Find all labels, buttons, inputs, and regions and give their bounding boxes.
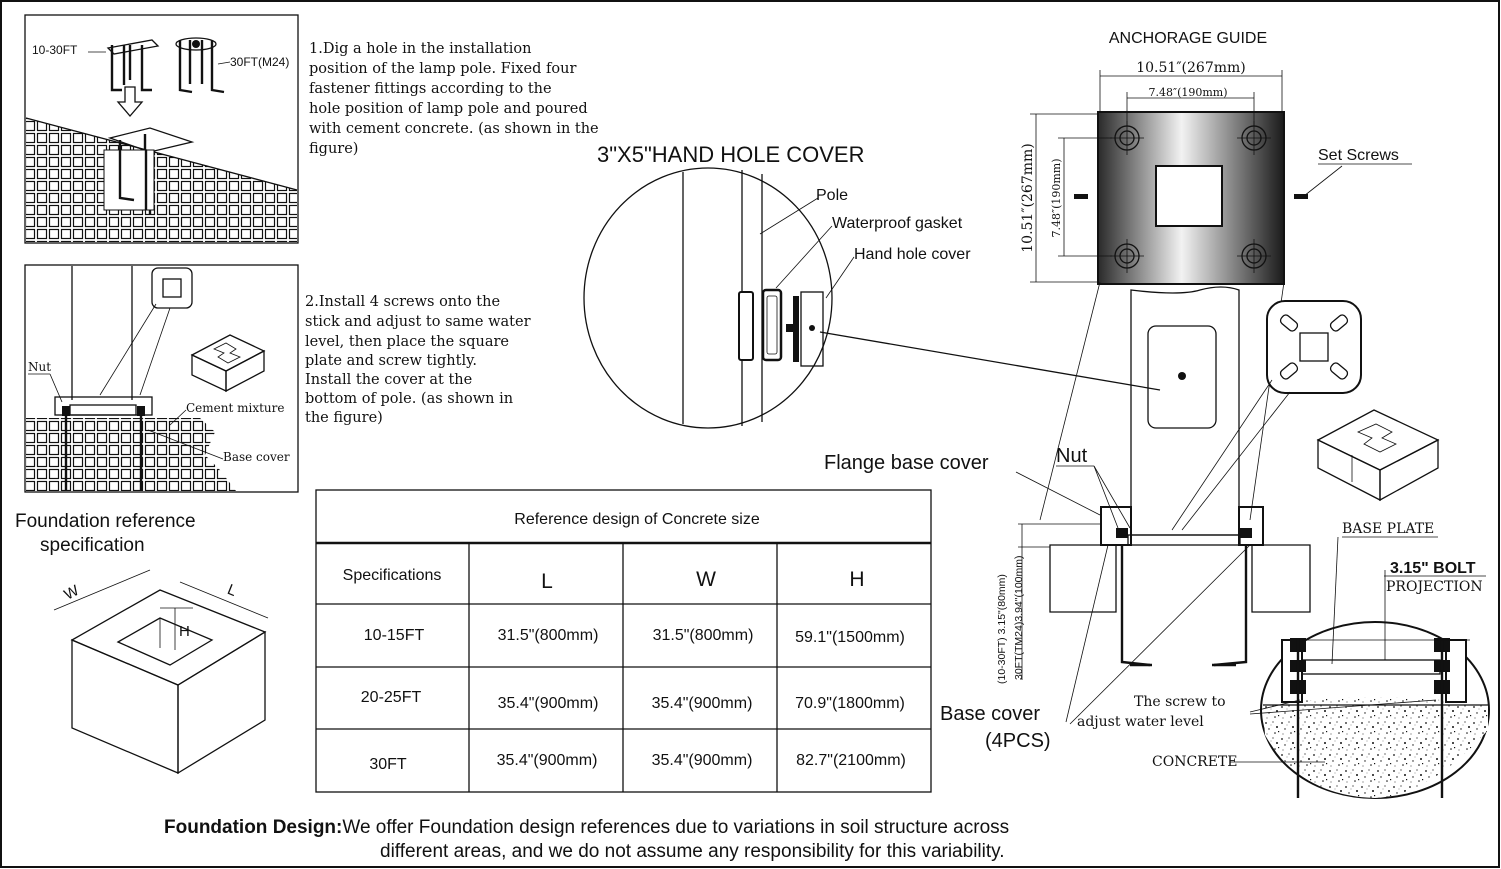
- svg-text:level, then place the square: level, then place the square: [305, 334, 509, 350]
- dim-L: L: [225, 581, 239, 600]
- table-row-2-H: 70.9"(1800mm): [795, 695, 905, 712]
- dim-outer-width: 10.51″(267mm): [1136, 60, 1246, 76]
- step2-cement-label: Cement mixture: [186, 401, 285, 415]
- svg-text:stick and adjust to same water: stick and adjust to same water: [305, 314, 531, 330]
- table-header-L: L: [541, 570, 553, 593]
- foundation-title-2: specification: [40, 535, 145, 556]
- svg-text:bottom of pole. (as shown in: bottom of pole. (as shown in: [305, 391, 513, 407]
- bolt-projection-label-1: 3.15" BOLT: [1390, 560, 1476, 577]
- step1-label-large: 30FT(M24): [230, 55, 289, 69]
- assembly-nut-label: Nut: [1056, 445, 1088, 467]
- height-dim-b: 30FT(TM24)3.94"(100mm): [1013, 555, 1025, 680]
- svg-text:hole position of lamp pole and: hole position of lamp pole and poured: [309, 101, 588, 117]
- footer-bold: Foundation Design:: [164, 817, 342, 838]
- dim-inner-width: 7.48″(190mm): [1148, 86, 1227, 99]
- hand-hole-title: 3"X5"HAND HOLE COVER: [597, 142, 864, 167]
- table-header-H: H: [849, 568, 864, 591]
- svg-text:2.Install 4 screws onto the: 2.Install 4 screws onto the: [305, 294, 500, 310]
- table-row-1-L: 31.5"(800mm): [498, 627, 599, 644]
- bolt-detail: BASE PLATE 3.15" BOLT PROJECTION The scr…: [1077, 521, 1490, 799]
- pole-assembly: (10-30FT) 3.15"(80mm) 30FT(TM24)3.94"(10…: [824, 281, 1311, 752]
- svg-text:figure): figure): [309, 141, 358, 157]
- screw-label-2: adjust water level: [1077, 714, 1204, 730]
- table-row-3-W: 35.4"(900mm): [652, 752, 753, 769]
- dim-inner-height: 7.48″(190mm): [1050, 158, 1063, 237]
- footer-note: Foundation Design:We offer Foundation de…: [164, 817, 1009, 862]
- step1-text: 1.Dig a hole in the installation positio…: [309, 41, 599, 157]
- table-row-3-spec: 30FT: [369, 756, 407, 773]
- assembly-pcs-label: (4PCS): [985, 730, 1051, 752]
- table-header-spec: Specifications: [343, 567, 442, 584]
- step2-figure: Nut Cement mixture Base cover: [24, 264, 299, 493]
- height-dim-a: (10-30FT) 3.15"(80mm): [996, 574, 1008, 684]
- concrete-label: CONCRETE: [1152, 754, 1237, 770]
- step1-label-small: 10-30FT: [32, 43, 78, 57]
- table-caption: Reference design of Concrete size: [514, 511, 760, 528]
- base-plate-magnifier: [1171, 300, 1440, 531]
- table-row-2-L: 35.4"(900mm): [498, 695, 599, 712]
- hand-hole-figure: 3"X5"HAND HOLE COVER Pole Waterproof gas…: [583, 142, 1161, 429]
- svg-text:position of the lamp pole. Fix: position of the lamp pole. Fixed four: [309, 61, 576, 77]
- foundation-figure: Foundation reference specification W L H: [15, 511, 269, 775]
- foundation-title-1: Foundation reference: [15, 511, 196, 532]
- anchorage-title: ANCHORAGE GUIDE: [1109, 30, 1267, 47]
- assembly-base-cover-label: Base cover: [940, 703, 1040, 725]
- dim-W: W: [61, 582, 82, 604]
- svg-text:Install the cover at the: Install the cover at the: [305, 372, 472, 388]
- base-plate-label: BASE PLATE: [1342, 521, 1434, 537]
- set-screws-label: Set Screws: [1318, 147, 1399, 164]
- footer-line1: We offer Foundation design references du…: [342, 817, 1009, 838]
- table-row-3-H: 82.7"(2100mm): [796, 752, 906, 769]
- bolt-projection-label-2: PROJECTION: [1386, 579, 1483, 595]
- table-row-1-W: 31.5"(800mm): [653, 627, 754, 644]
- concrete-size-table: Reference design of Concrete size Specif…: [315, 489, 932, 793]
- screw-label-1: The screw to: [1134, 694, 1226, 710]
- table-row-1-spec: 10-15FT: [364, 627, 425, 644]
- step1-figure: 10-30FT 30FT(M24): [24, 14, 299, 244]
- table-row-2-W: 35.4"(900mm): [652, 695, 753, 712]
- flange-base-cover-label: Flange base cover: [824, 452, 989, 474]
- hand-hole-gasket-label: Waterproof gasket: [832, 215, 963, 232]
- step2-base-cover-label: Base cover: [223, 450, 290, 464]
- table-row-2-spec: 20-25FT: [361, 689, 422, 706]
- dim-H: H: [179, 623, 190, 640]
- table-row-3-L: 35.4"(900mm): [497, 752, 598, 769]
- hand-hole-cover-label: Hand hole cover: [854, 246, 971, 263]
- anchorage-guide: ANCHORAGE GUIDE 10.51″(267mm) 7.48″(190m…: [1020, 30, 1412, 285]
- svg-text:fastener fittings according to: fastener fittings according to the: [309, 81, 552, 97]
- svg-text:the figure): the figure): [305, 410, 383, 426]
- footer-line2: different areas, and we do not assume an…: [380, 841, 1005, 862]
- svg-text:Foundation Design:We offer Fou: Foundation Design:We offer Foundation de…: [164, 817, 1009, 838]
- step2-text: 2.Install 4 screws onto the stick and ad…: [305, 294, 531, 426]
- svg-text:with cement concrete. (as show: with cement concrete. (as shown in the: [309, 121, 599, 137]
- svg-text:plate and screw tightly.: plate and screw tightly.: [305, 353, 477, 369]
- table-header-W: W: [696, 568, 716, 591]
- hand-hole-pole-label: Pole: [816, 187, 848, 204]
- step2-nut-label: Nut: [28, 360, 51, 374]
- svg-text:1.Dig a hole in the installati: 1.Dig a hole in the installation: [309, 41, 531, 57]
- table-row-1-H: 59.1"(1500mm): [795, 629, 905, 646]
- dim-outer-height: 10.51″(267mm): [1020, 143, 1036, 253]
